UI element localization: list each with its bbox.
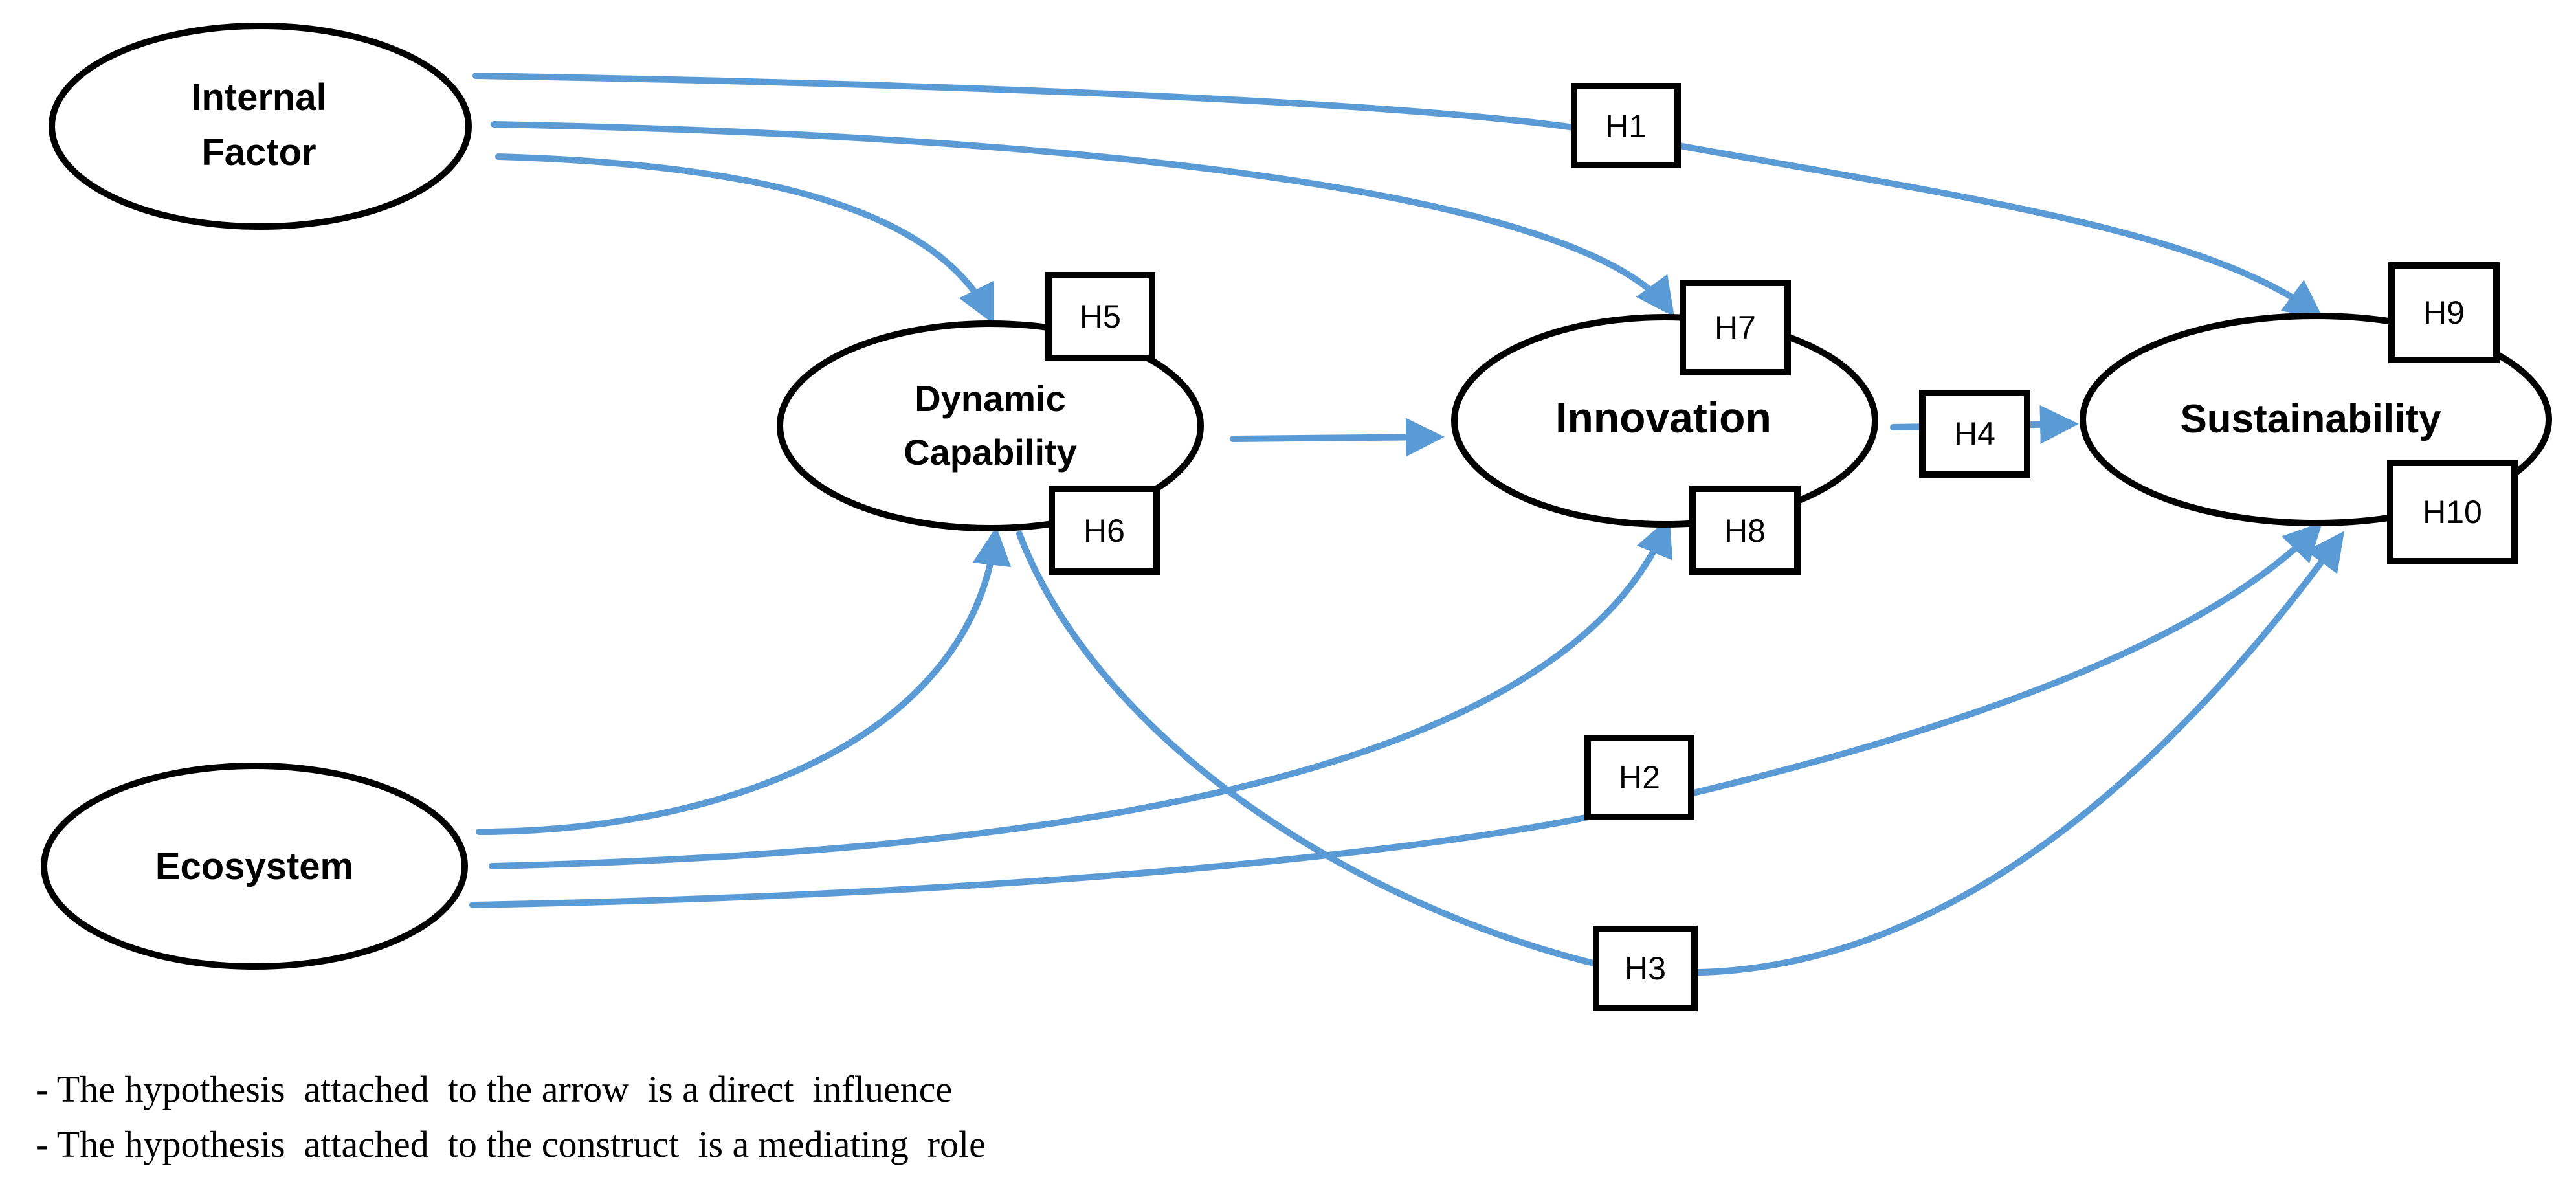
hypothesis-label: H6 (1083, 513, 1125, 549)
construct-label: Dynamic (915, 378, 1065, 419)
hypothesis-label: H9 (2423, 295, 2465, 331)
construct-label: Capability (904, 432, 1077, 473)
hypothesis-h9: H9 (2388, 262, 2500, 363)
arrow-ecosystem-to-dynamic-capability (476, 526, 1012, 835)
hypothesis-label: H8 (1724, 513, 1766, 549)
note-direct-influence: - The hypothesis attached to the arrow i… (36, 1068, 952, 1110)
hypothesis-h7: H7 (1680, 280, 1791, 375)
hypothesis-h6: H6 (1049, 486, 1160, 575)
arrow-dynamic-capability-to-innovation (1230, 418, 1445, 457)
note-mediating-role: - The hypothesis attached to the constru… (36, 1123, 986, 1165)
hypothesis-h3: H3 (1593, 926, 1698, 1011)
hypothesis-h5: H5 (1045, 272, 1155, 361)
arrow-internal-to-innovation (491, 121, 1675, 317)
hypothesis-h1: H1 (1571, 83, 1681, 168)
construct-label: Factor (201, 131, 316, 173)
arrow-internal-to-dynamic-capability (495, 153, 994, 324)
hypothesis-label: H2 (1619, 759, 1660, 796)
hypothesis-label: H7 (1715, 309, 1756, 346)
legend-notes: - The hypothesis attached to the arrow i… (36, 1068, 986, 1165)
hypothesis-h8: H8 (1689, 486, 1801, 575)
hypothesis-h10: H10 (2387, 460, 2518, 564)
arrow-internal-to-sustainability (472, 73, 2324, 319)
construct-internal-factor: Internal Factor (49, 23, 472, 230)
construct-label: Sustainability (2180, 397, 2441, 441)
hypothesis-label: H3 (1625, 950, 1666, 987)
construct-ecosystem: Ecosystem (41, 763, 468, 970)
hypothesis-h2: H2 (1584, 735, 1694, 820)
construct-label: Internal (191, 76, 327, 118)
hypothesis-label: H5 (1080, 298, 1121, 335)
hypothesis-label: H4 (1954, 416, 1995, 452)
construct-dynamic-capability: Dynamic Capability (777, 320, 1204, 531)
construct-innovation: Innovation (1451, 314, 1878, 528)
hypothesis-label: H1 (1605, 108, 1647, 144)
hypothesis-label: H10 (2423, 494, 2482, 530)
arrow-ecosystem-to-innovation (489, 517, 1673, 869)
construct-label: Ecosystem (155, 845, 353, 888)
hypothesis-h4: H4 (1919, 390, 2030, 478)
construct-label: Innovation (1555, 394, 1771, 441)
